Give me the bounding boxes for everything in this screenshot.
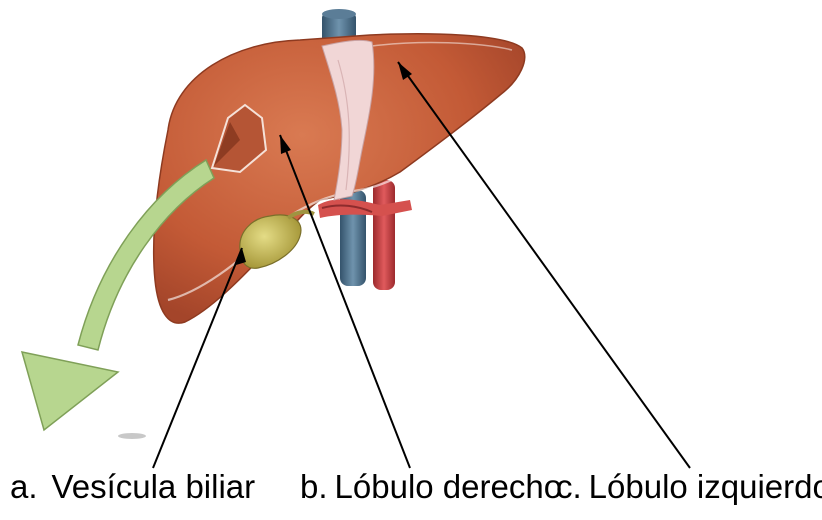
pointer-line-left-lobe	[398, 62, 690, 468]
label-letter-a: a.	[10, 468, 38, 505]
label-letter-b: b.	[300, 468, 328, 505]
label-text-right-lobe: Lóbulo derecho	[335, 468, 563, 505]
gray-mark	[118, 433, 146, 439]
label-text-left-lobe: Lóbulo izquierdo	[589, 468, 822, 505]
label-left-lobe: c.Lóbulo izquierdo	[556, 464, 822, 510]
label-right-lobe: b.Lóbulo derecho	[300, 464, 562, 510]
label-letter-c: c.	[556, 468, 582, 505]
label-row: a. Vesícula biliar b.Lóbulo derecho c.Lób…	[0, 464, 822, 514]
label-text-gallbladder: Vesícula biliar	[52, 468, 256, 505]
label-gallbladder: a. Vesícula biliar	[10, 464, 255, 510]
